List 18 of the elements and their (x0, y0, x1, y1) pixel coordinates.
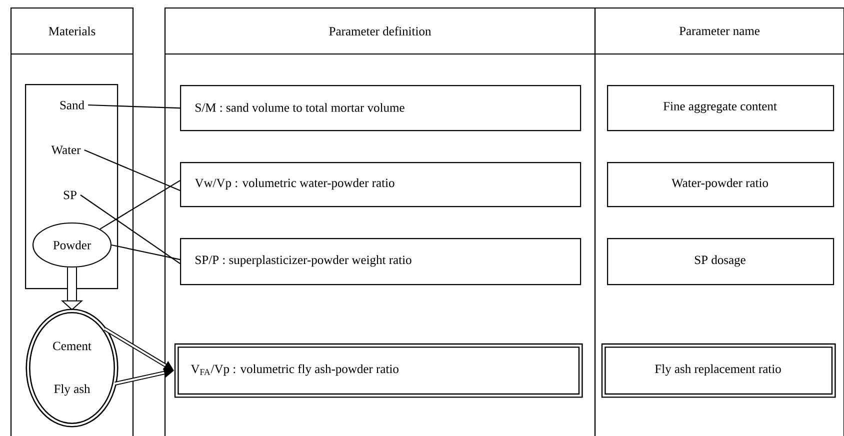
connector-line (84, 149, 180, 192)
materials-box (25, 84, 118, 290)
parameter-box: SP/P : superplasticizer-powder weight ratio (180, 238, 582, 286)
connector-line (100, 180, 180, 230)
double-box: V$_{FA}$/Vp : volumetric fly ash-powder ratio (174, 343, 583, 398)
connector-line (111, 244, 180, 260)
double-box: Fly ash replacement ratio (601, 343, 836, 398)
connector-line (80, 194, 180, 264)
connector-line (88, 104, 180, 109)
material-label: Water (51, 146, 81, 154)
double-arrow (104, 327, 174, 371)
parameter-box: Vw/Vp : volumetric water-powder ratio (180, 162, 582, 208)
parameter-box: Fine aggregate content (607, 85, 834, 132)
parameter-box: Water-powder ratio (607, 162, 834, 208)
parameter-box: SP dosage (607, 238, 834, 286)
parameter-box: S/M : sand volume to total mortar volume (180, 85, 582, 132)
material-label: Sand (60, 100, 84, 110)
material-label: SP (64, 190, 76, 200)
